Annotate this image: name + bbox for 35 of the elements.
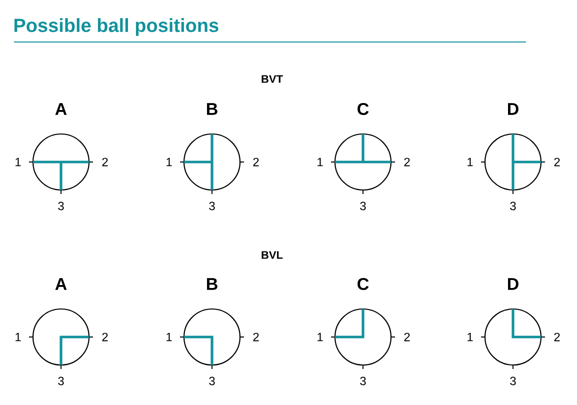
port-number: 3: [510, 202, 516, 210]
position-letter: B: [207, 278, 218, 290]
port-number: 2: [102, 332, 108, 342]
title: Possible ball positions: [14, 18, 218, 36]
port-number: 1: [468, 158, 473, 166]
port-number: 1: [166, 158, 172, 166]
port-number: 2: [554, 332, 560, 342]
port-number: 2: [102, 158, 108, 166]
port-number: 1: [468, 332, 473, 342]
port-number: 2: [404, 332, 410, 342]
port-number: 3: [510, 376, 516, 386]
group-heading: BVT: [262, 75, 283, 83]
position-letter: C: [358, 102, 369, 116]
port-number: 2: [253, 158, 259, 166]
port-number: 3: [360, 376, 366, 386]
port-number: 2: [554, 158, 560, 166]
port-number: 1: [16, 158, 21, 166]
position-letter: D: [508, 103, 518, 115]
position-letter: D: [508, 278, 518, 290]
position-letter: C: [358, 278, 369, 290]
port-number: 2: [253, 332, 259, 342]
port-number: 1: [318, 332, 323, 342]
port-number: 3: [209, 202, 215, 210]
position-letter: A: [55, 278, 67, 290]
position-letter: B: [207, 103, 218, 115]
port-number: 3: [209, 376, 215, 386]
group-heading: BVL: [262, 251, 283, 259]
position-letter: A: [55, 103, 67, 115]
port-number: 3: [58, 376, 64, 386]
port-number: 3: [360, 202, 366, 210]
port-number: 1: [16, 332, 21, 342]
port-number: 3: [58, 202, 64, 210]
port-number: 2: [404, 158, 410, 166]
port-number: 1: [318, 158, 323, 166]
port-number: 1: [166, 332, 172, 342]
